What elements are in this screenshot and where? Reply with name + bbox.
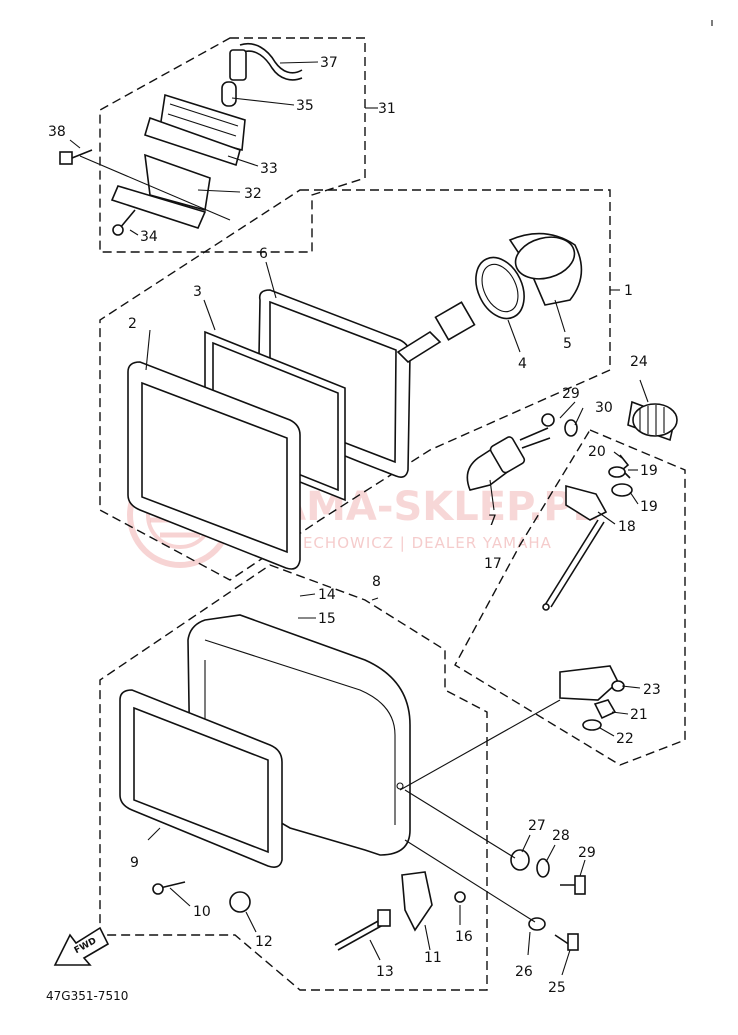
callout-19b: 19 (640, 499, 658, 515)
callout-32: 31 (378, 101, 396, 117)
callout-30: 29 (562, 386, 580, 402)
watermark-dealer: WOJCIECHOWICZ | DEALER YAMAHA (252, 534, 552, 552)
boundary-group-1 (99, 189, 611, 581)
callout-31: 30 (595, 400, 613, 416)
part-11-bracket (401, 871, 433, 932)
callout-10: 10 (193, 904, 211, 920)
group-boundaries (99, 37, 686, 991)
callout-29: 29 (578, 845, 596, 861)
part-36-37-bulb-socket (221, 43, 303, 107)
part-34-lens (144, 93, 246, 167)
part-2-rim (127, 361, 301, 570)
callout-3: 3 (193, 284, 202, 300)
part-25-bolt (554, 933, 579, 951)
part-headlight-bulb (396, 301, 476, 364)
callout-25: 25 (548, 980, 566, 996)
part-20-spring (619, 454, 631, 479)
callout-24: 24 (630, 354, 648, 370)
callout-35: 34 (140, 229, 158, 245)
callout-2: 2 (128, 316, 137, 332)
part-4-ring (475, 256, 525, 320)
callout-20: 20 (588, 444, 606, 460)
boundary-group-8 (99, 564, 488, 991)
callout-23: 23 (643, 682, 661, 698)
part-22-nut (582, 719, 602, 731)
callout-21: 21 (630, 707, 648, 723)
part-35-screw (112, 209, 136, 236)
part-7-bulb (466, 427, 551, 491)
part-13-bolt (334, 909, 391, 951)
part-33-housing (110, 153, 211, 229)
part-38-screw (59, 149, 93, 165)
callout-28: 28 (552, 828, 570, 844)
callout-34: 33 (260, 161, 278, 177)
callout-6: 6 (259, 246, 268, 262)
part-23-bracket (559, 665, 625, 701)
boundary-group-32 (99, 37, 366, 253)
part-19-washers (608, 466, 633, 497)
callout-7: 7 (488, 513, 497, 529)
part-5-boot (508, 232, 583, 306)
callout-19a: 19 (640, 463, 658, 479)
callout-22: 22 (616, 731, 634, 747)
part-28-washer (536, 858, 550, 878)
callout-4: 4 (518, 356, 527, 372)
callout-27: 27 (528, 818, 546, 834)
part-27-collar (510, 849, 530, 871)
callout-33: 32 (244, 186, 262, 202)
part-24-knob (627, 400, 678, 442)
boundary-group-17 (454, 429, 686, 766)
part-29-bolt (560, 875, 586, 895)
callout-12: 12 (255, 934, 273, 950)
part-10-screw (152, 881, 186, 895)
watermark-brand: YAMA-SKLEP.PL (249, 484, 598, 530)
callout-1: 1 (624, 283, 633, 299)
part-18-bracket (565, 484, 608, 521)
callout-17: 17 (484, 556, 502, 572)
callout-14: 14 (318, 587, 336, 603)
part-9-rim (119, 689, 283, 868)
drawing-code: 47G351-7510 (46, 989, 128, 1003)
watermark: YAMA-SKLEP.PL WOJCIECHOWICZ | DEALER YAM… (127, 462, 598, 568)
fwd-arrow-icon: FWD (53, 926, 110, 966)
part-12-grommet (229, 891, 251, 913)
callout-18: 18 (618, 519, 636, 535)
callout-37: 37 (320, 55, 338, 71)
part-17-adjust-rod (542, 519, 605, 611)
callout-13: 13 (376, 964, 394, 980)
callout-36: 35 (296, 98, 314, 114)
part-31-washer (564, 419, 578, 437)
callout-38: 38 (48, 124, 66, 140)
part-16-grommet (454, 891, 466, 903)
callout-15: 15 (318, 611, 336, 627)
connector-lines (79, 155, 561, 923)
callout-26: 26 (515, 964, 533, 980)
part-30-screw (541, 413, 555, 427)
callout-8: 8 (372, 574, 381, 590)
callouts: 37 35 31 38 33 32 34 6 3 2 1 4 5 24 29 3… (48, 55, 661, 996)
callout-11: 11 (424, 950, 442, 966)
leader-lines (69, 61, 649, 976)
callout-5: 5 (563, 336, 572, 352)
part-21-nut (593, 699, 617, 720)
callout-9: 9 (130, 855, 139, 871)
callout-16: 16 (455, 929, 473, 945)
